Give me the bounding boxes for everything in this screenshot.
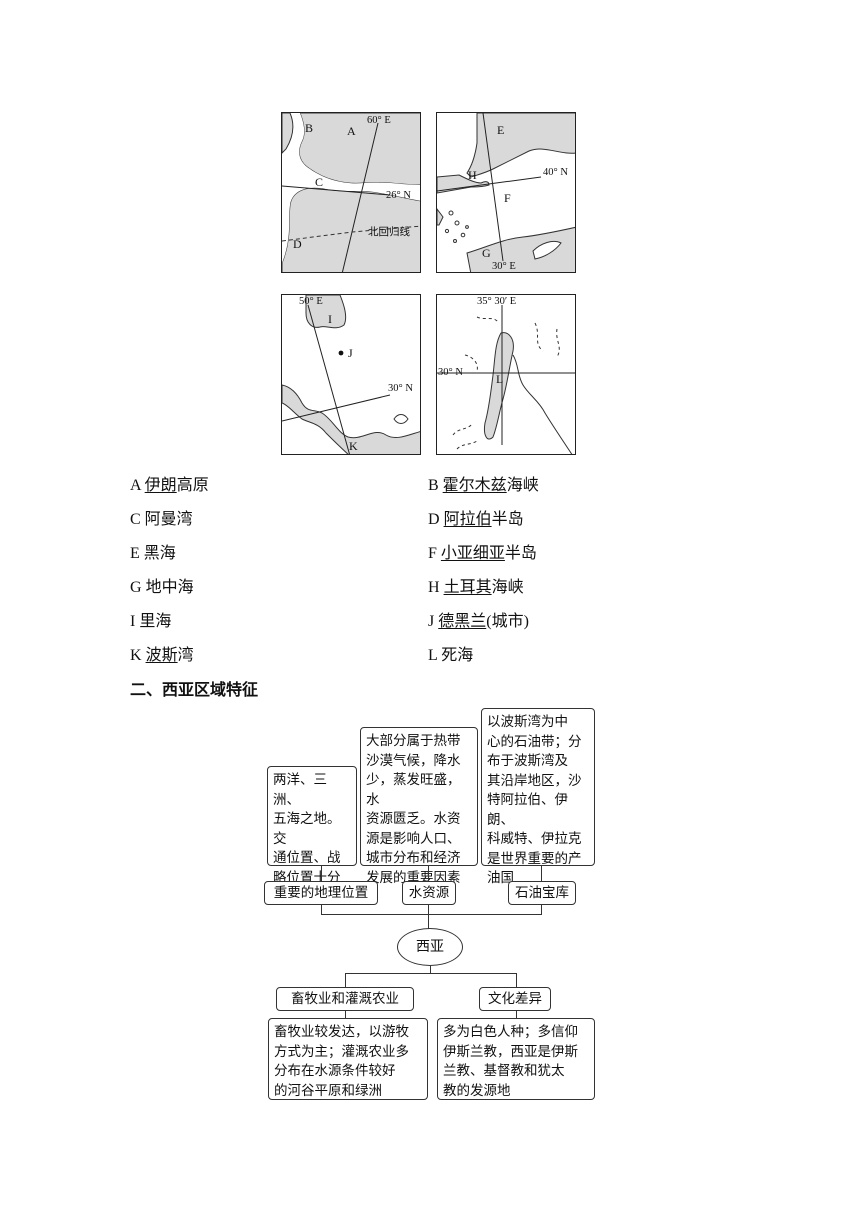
box-culture: 多为白色人种；多信仰 伊斯兰教，西亚是伊斯 兰教、基督教和犹太 教的发源地 <box>437 1018 595 1100</box>
map-4-label-l: L <box>496 372 504 386</box>
connector-bus <box>321 914 542 915</box>
map-1-label-c: C <box>315 175 324 189</box>
tag-water-resource: 水资源 <box>402 881 456 905</box>
map-1-parallel-label: 26° N <box>386 190 411 201</box>
map-3-parallel-label: 30° N <box>388 383 413 394</box>
map-4-meridian-label: 35° 30′ E <box>477 296 517 307</box>
legend-item-k: K 波斯湾 <box>130 647 194 664</box>
connector-line <box>516 1011 517 1019</box>
map-1-drawing <box>282 113 420 272</box>
map-3-label-i: I <box>328 312 332 326</box>
tag-agriculture: 畜牧业和灌溉农业 <box>276 987 414 1011</box>
legend-item-c: C 阿曼湾 <box>130 511 193 528</box>
map-2-label-f: F <box>504 191 511 205</box>
connector-line <box>321 866 322 881</box>
legend-item-i: I 里海 <box>130 613 172 630</box>
legend-item-f: F 小亚细亚半岛 <box>428 545 537 562</box>
map-3-meridian-label: 50° E <box>299 296 323 307</box>
map-3-drawing <box>282 295 420 454</box>
map-2-meridian-label: 30° E <box>492 261 516 272</box>
legend-item-h: H 土耳其海峡 <box>428 579 524 596</box>
connector-line <box>541 905 542 915</box>
tag-culture: 文化差异 <box>479 987 551 1011</box>
legend-item-b: B 霍尔木兹海峡 <box>428 477 539 494</box>
map-panel-2: E H 40° N F G 30° E <box>436 112 576 273</box>
map-2-label-h: H <box>468 168 477 182</box>
map-1-tropic-label: 北回归线 <box>368 227 410 238</box>
legend-item-a: A 伊朗高原 <box>130 477 209 494</box>
map-1-meridian-label: 60° E <box>367 115 391 126</box>
map-4-drawing <box>437 305 575 454</box>
box-water-resource: 大部分属于热带 沙漠气候，降水 少，蒸发旺盛，水 资源匮乏。水资 源是影响人口、… <box>360 727 478 886</box>
map-4-parallel-label: 30° N <box>438 367 463 378</box>
connector-line <box>321 905 322 915</box>
connector-line <box>541 866 542 881</box>
connector-line <box>430 966 431 974</box>
legend-item-j: J 德黑兰(城市) <box>428 613 529 630</box>
box-oil-treasury: 以波斯湾为中 心的石油带；分 布于波斯湾及 其沿岸地区，沙 特阿拉伯、伊朗、 科… <box>481 708 595 886</box>
legend-item-e: E 黑海 <box>130 545 176 562</box>
legend-item-l: L 死海 <box>428 647 474 664</box>
map-2-drawing <box>437 113 575 272</box>
map-1-label-b: B <box>305 121 314 135</box>
connector-bus <box>345 973 517 974</box>
connector-line <box>345 1011 346 1019</box>
map-panel-4: 35° 30′ E 30° N L <box>436 294 576 455</box>
tag-oil-treasury: 石油宝库 <box>508 881 576 905</box>
connector-line <box>428 866 429 881</box>
map-1-label-d: D <box>293 237 302 251</box>
connector-line <box>345 973 346 988</box>
map-2-parallel-label: 40° N <box>543 167 568 178</box>
box-agriculture: 畜牧业较发达，以游牧 方式为主；灌溉农业多 分布在水源条件较好 的河谷平原和绿洲 <box>268 1018 428 1100</box>
map-panel-1: B A 60° E C 26° N 北回归线 D <box>281 112 421 273</box>
map-3-label-k: K <box>349 439 358 453</box>
section-title: 二、西亚区域特征 <box>130 680 259 699</box>
box-geo-position: 两洋、三洲、 五海之地。交 通位置、战 略位置十分 突出 <box>267 766 357 905</box>
legend-item-d: D 阿拉伯半岛 <box>428 511 524 528</box>
center-node-west-asia: 西亚 <box>397 928 463 966</box>
map-2-label-e: E <box>497 123 505 137</box>
connector-line <box>428 905 429 929</box>
map-2-label-g: G <box>482 246 491 260</box>
legend-item-g: G 地中海 <box>130 579 194 596</box>
map-3-label-j: J <box>348 346 353 360</box>
map-1-label-a: A <box>347 124 356 138</box>
map-panel-3: 50° E I J 30° N K <box>281 294 421 455</box>
connector-line <box>516 973 517 988</box>
tag-geo-position: 重要的地理位置 <box>264 881 378 905</box>
